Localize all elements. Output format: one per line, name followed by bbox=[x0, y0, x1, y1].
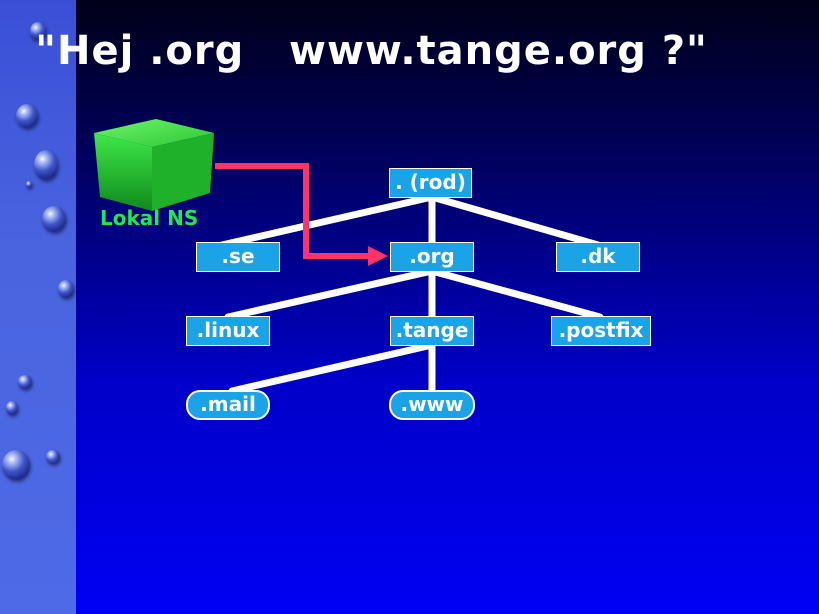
edge-root-se bbox=[218, 193, 436, 249]
bubble-icon bbox=[18, 375, 32, 389]
bubble-sidebar bbox=[0, 0, 76, 614]
slide-title: "Hej .org www.tange.org ?" bbox=[35, 28, 708, 74]
edge-org-postfix bbox=[428, 267, 604, 321]
bubble-icon bbox=[34, 150, 58, 180]
edge-org-linux bbox=[224, 267, 436, 321]
node-root: . (rod) bbox=[389, 168, 472, 198]
bubble-icon bbox=[2, 450, 30, 480]
query-arrowhead-icon bbox=[368, 246, 388, 266]
node-tange: .tange bbox=[390, 316, 474, 346]
edge-root-dk bbox=[428, 193, 602, 249]
bubble-icon bbox=[46, 450, 60, 464]
bubble-icon bbox=[30, 22, 46, 40]
bubble-icon bbox=[6, 401, 18, 415]
bubble-icon bbox=[26, 181, 32, 188]
node-dk: .dk bbox=[556, 242, 640, 272]
node-org: .org bbox=[390, 242, 474, 272]
node-www: .www bbox=[389, 390, 475, 420]
slide-background bbox=[76, 0, 819, 614]
local-ns-label: Lokal NS bbox=[100, 206, 199, 230]
node-linux: .linux bbox=[186, 316, 270, 346]
bubble-icon bbox=[16, 104, 38, 128]
node-se: .se bbox=[196, 242, 280, 272]
bubble-icon bbox=[42, 206, 66, 232]
query-arrow bbox=[215, 163, 372, 259]
edge-tange-mail bbox=[228, 341, 436, 395]
bubble-icon bbox=[58, 280, 74, 298]
node-postfix: .postfix bbox=[551, 316, 651, 346]
green-cube-icon bbox=[90, 117, 216, 217]
node-mail: .mail bbox=[186, 390, 270, 420]
